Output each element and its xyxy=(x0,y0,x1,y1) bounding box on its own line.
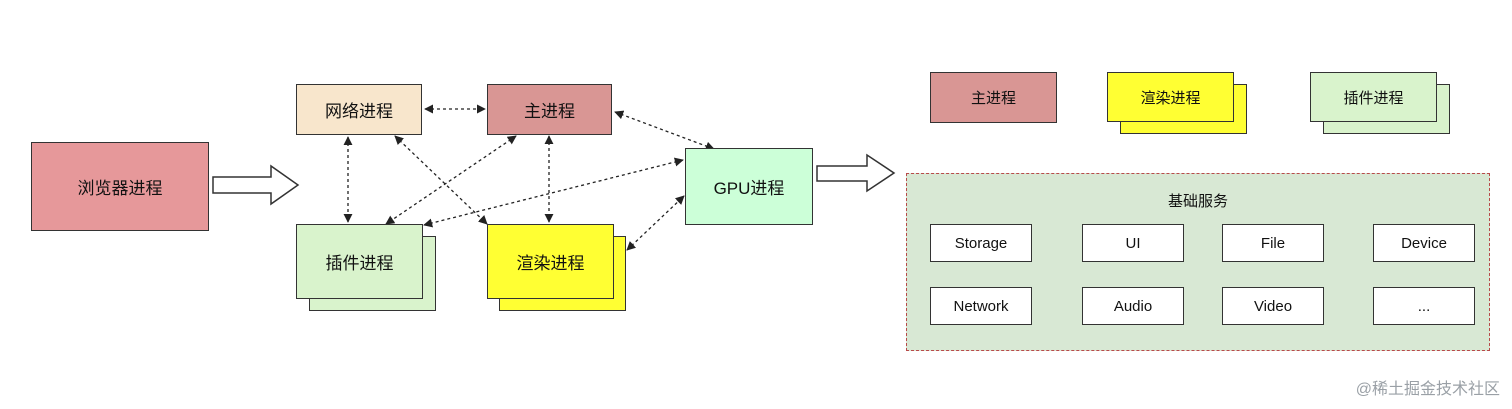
service-more: ... xyxy=(1373,287,1475,325)
render-process-node: 渲染进程 xyxy=(487,224,614,299)
browser-process-label: 浏览器进程 xyxy=(77,179,163,198)
gpu-process-node: GPU进程 xyxy=(685,148,813,225)
service-ui: UI xyxy=(1082,224,1184,262)
service-audio: Audio xyxy=(1082,287,1184,325)
service-file: File xyxy=(1222,224,1324,262)
hollow-arrow-right xyxy=(816,153,896,193)
link-render-gpu xyxy=(626,195,685,251)
network-process-node: 网络进程 xyxy=(296,84,422,135)
legend-plugin-label: 插件进程 xyxy=(1343,89,1404,107)
main-process-label: 主进程 xyxy=(524,102,575,121)
plugin-process-label: 插件进程 xyxy=(325,254,394,273)
service-video: Video xyxy=(1222,287,1324,325)
service-network: Network xyxy=(930,287,1032,325)
render-process-label: 渲染进程 xyxy=(516,254,585,273)
link-network-render xyxy=(394,135,488,225)
main-process-node: 主进程 xyxy=(487,84,612,135)
service-device: Device xyxy=(1373,224,1475,262)
basic-services-title: 基础服务 xyxy=(1167,193,1228,210)
plugin-process-node: 插件进程 xyxy=(296,224,423,299)
browser-process-node: 浏览器进程 xyxy=(31,142,209,231)
network-process-label: 网络进程 xyxy=(325,102,393,121)
legend-render-label: 渲染进程 xyxy=(1140,89,1201,107)
watermark-text: @稀土掘金技术社区 xyxy=(1355,381,1500,398)
link-plugin-gpu xyxy=(423,157,684,228)
gpu-process-label: GPU进程 xyxy=(713,179,785,198)
link-main-plugin xyxy=(385,135,517,225)
service-storage: Storage xyxy=(930,224,1032,262)
hollow-arrow-right xyxy=(212,164,300,206)
legend-plugin-node: 插件进程 xyxy=(1310,72,1437,122)
link-main-gpu xyxy=(614,110,715,151)
legend-main-label: 主进程 xyxy=(970,90,1016,107)
legend-render-node: 渲染进程 xyxy=(1107,72,1234,122)
legend-main-node: 主进程 xyxy=(930,72,1057,123)
